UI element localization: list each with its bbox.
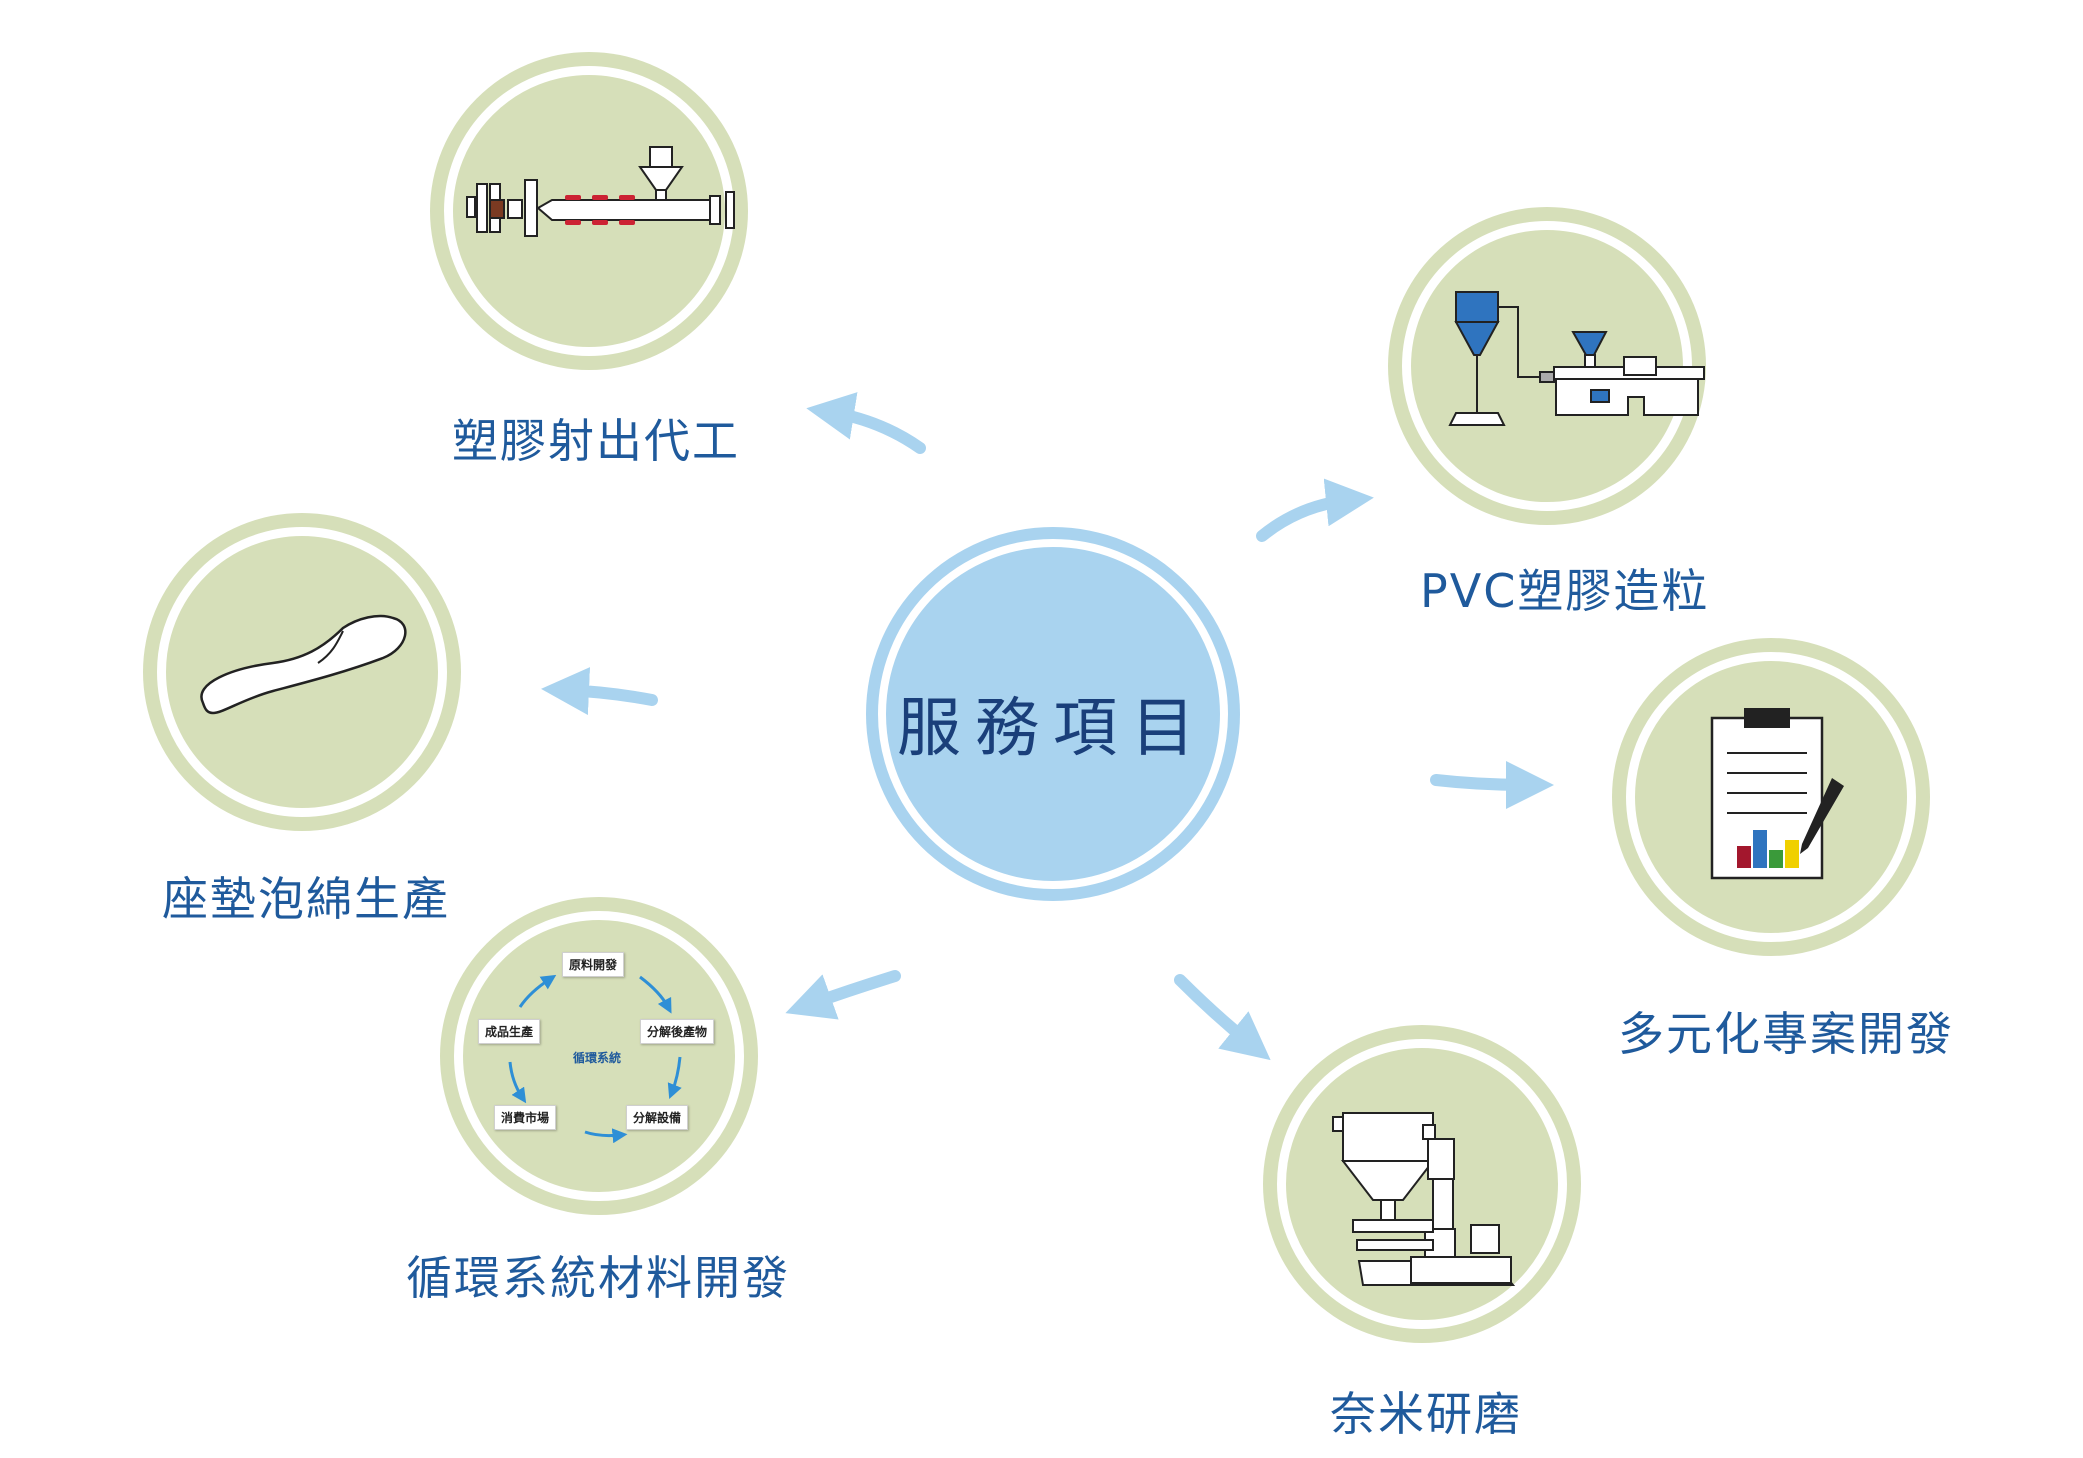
cycle-step: 原料開發 (562, 952, 625, 977)
arrow-to-pvc (1256, 478, 1374, 542)
cycle-step: 成品生產 (478, 1019, 541, 1044)
clipboard-chart-icon (1710, 708, 1844, 880)
cycle-step: 分解設備 (626, 1105, 689, 1130)
node-seat[interactable] (143, 513, 461, 831)
node-seat-label: 座墊泡綿生產 (162, 872, 450, 926)
center-title: 服務項目 (897, 692, 1209, 766)
node-recycle[interactable]: 循環系統 原料開發 分解後產物 分解設備 消費市場 成品生產 (440, 897, 758, 1215)
arrow-to-injection (806, 392, 926, 454)
node-pvc[interactable] (1388, 207, 1706, 525)
arrow-to-project (1430, 760, 1554, 809)
pvc-pelletizing-machine-icon (1448, 291, 1705, 426)
node-injection[interactable] (430, 52, 748, 370)
node-project[interactable] (1612, 638, 1930, 956)
grinding-machine-icon (1332, 1112, 1516, 1286)
node-injection-label: 塑膠射出代工 (452, 414, 740, 468)
cycle-step: 消費市場 (494, 1105, 557, 1130)
node-pvc-label: PVC塑膠造粒 (1420, 564, 1710, 618)
node-nano[interactable] (1263, 1025, 1581, 1343)
arrow-to-recycle (785, 970, 901, 1020)
node-nano-label: 奈米研磨 (1330, 1387, 1522, 1441)
arrow-to-seat (541, 667, 658, 716)
node-project-label: 多元化專案開發 (1618, 1007, 1954, 1061)
center-circle: 服務項目 (866, 527, 1240, 901)
injection-molding-machine-icon (466, 146, 735, 237)
arrow-to-nano (1174, 974, 1271, 1061)
bicycle-seat-icon (200, 614, 407, 715)
cycle-step: 分解後產物 (640, 1019, 715, 1044)
recycle-cycle-arrows (508, 974, 682, 1144)
cycle-center-label: 循環系統 (573, 1051, 622, 1065)
node-recycle-label: 循環系統材料開發 (406, 1251, 790, 1305)
